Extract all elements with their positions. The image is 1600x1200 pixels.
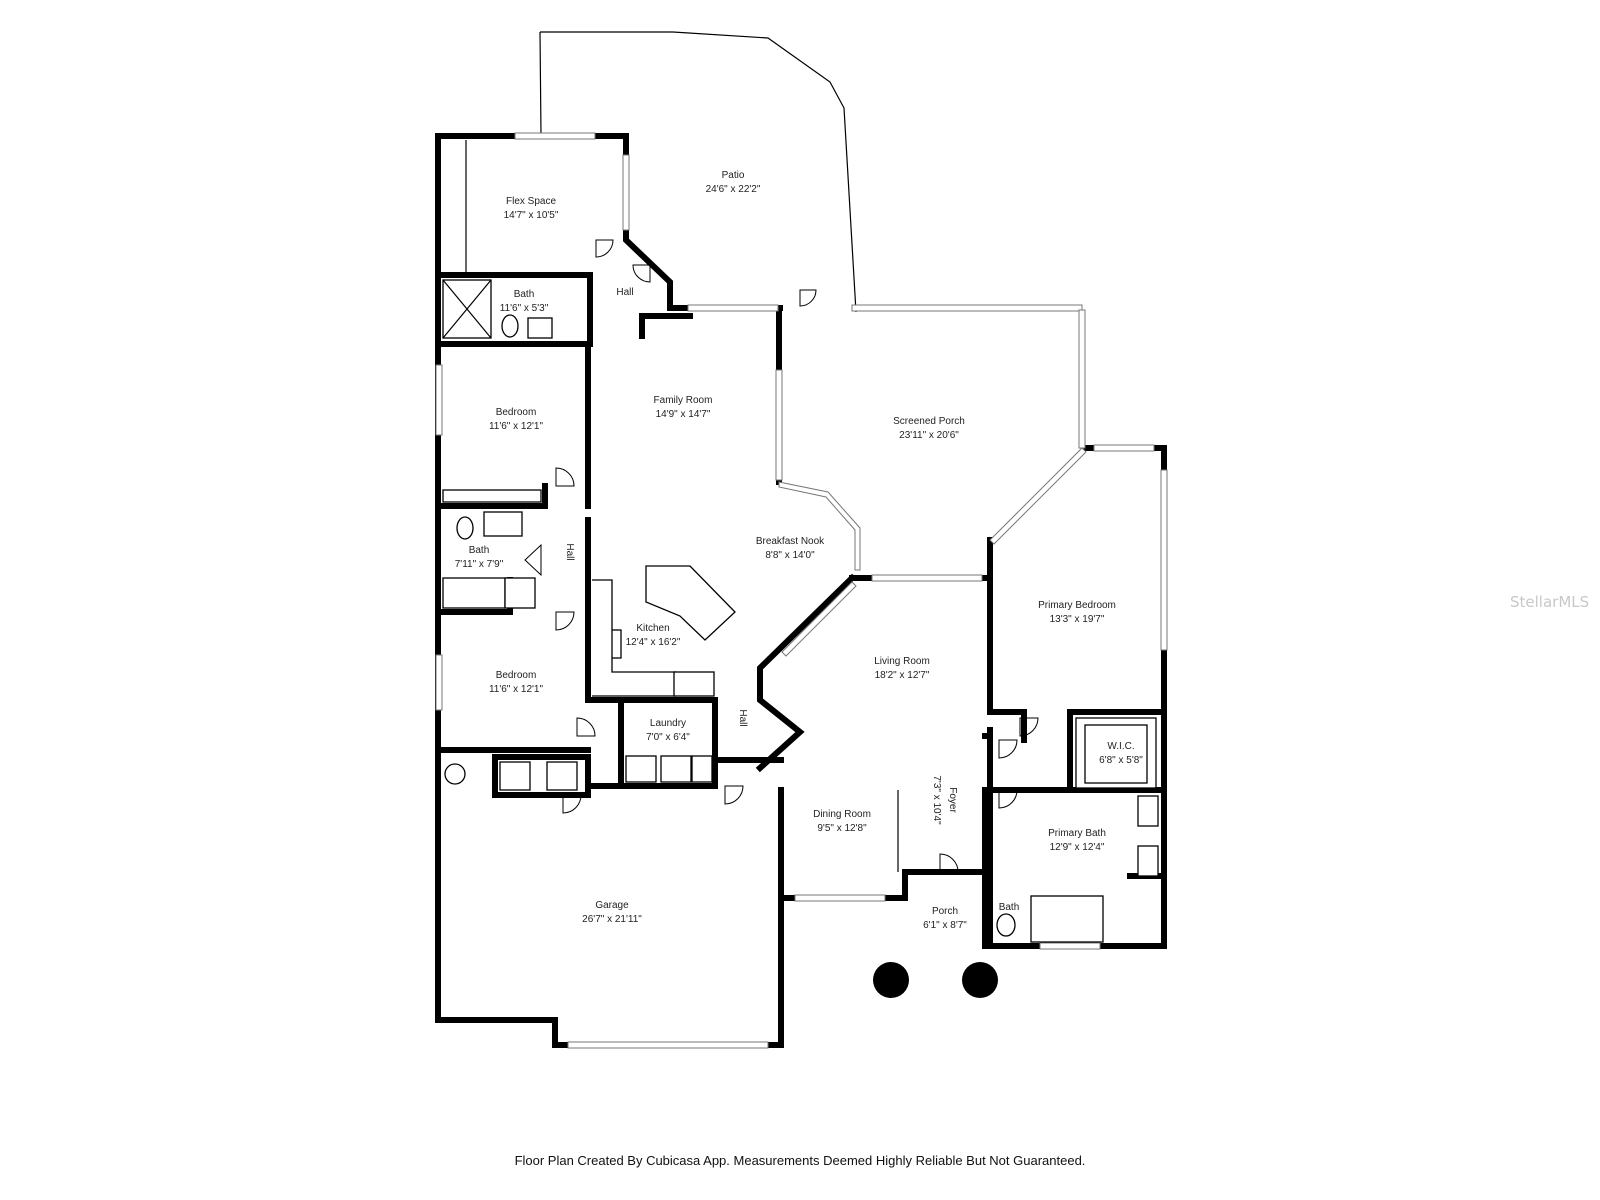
room-label-laundry: Laundry (650, 718, 686, 729)
room-dims-screened-porch: 23'11" x 20'6" (899, 430, 959, 441)
room-dims-patio: 24'6" x 22'2" (706, 184, 761, 195)
porch-column-left-icon (873, 962, 909, 998)
room-label-living-room: Living Room (874, 656, 930, 667)
room-label-bath: Bath (999, 902, 1020, 913)
room-dims-bath: 7'11" x 7'9" (455, 559, 504, 570)
room-dims-primary-bath: 12'9" x 12'4" (1050, 842, 1105, 853)
room-label-primary-bath: Primary Bath (1048, 828, 1106, 839)
room-label-screened-porch: Screened Porch (893, 416, 965, 427)
room-dims-breakfast-nook: 8'8" x 14'0" (765, 550, 815, 561)
room-label-porch: Porch (932, 906, 958, 917)
patio-outline (539, 31, 857, 313)
room-dims-living-room: 18'2" x 12'7" (875, 670, 930, 681)
room-label-bath: Bath (469, 545, 490, 556)
room-dims-primary-bedroom: 13'3" x 19'7" (1050, 614, 1105, 625)
doors (524, 239, 1121, 873)
room-dims-dining-room: 9'5" x 12'8" (817, 823, 867, 834)
room-label-bedroom: Bedroom (496, 407, 537, 418)
footer-disclaimer: Floor Plan Created By Cubicasa App. Meas… (514, 1153, 1086, 1168)
room-dims-garage: 26'7" x 21'11" (582, 914, 642, 925)
room-label-patio: Patio (722, 170, 745, 181)
windows (435, 132, 1168, 1049)
room-label-hall: Hall (564, 543, 575, 560)
room-dims-bedroom: 11'6" x 12'1" (489, 684, 544, 695)
room-label-family-room: Family Room (654, 395, 713, 406)
room-dims-kitchen: 12'4" x 16'2" (626, 637, 681, 648)
room-labels: Flex Space 14'7" x 10'5" Patio 24'6" x 2… (455, 170, 1144, 931)
room-dims-foyer: 7'3" x 10'4" (931, 775, 942, 825)
room-dims-porch: 6'1" x 8'7" (923, 920, 967, 931)
room-label-dining-room: Dining Room (813, 809, 871, 820)
room-label-flex-space: Flex Space (506, 196, 556, 207)
room-dims-laundry: 7'0" x 6'4" (646, 732, 690, 743)
room-label-bath: Bath (514, 289, 535, 300)
watermark: StellarMLS (1510, 593, 1590, 611)
room-dims-bedroom: 11'6" x 12'1" (489, 421, 544, 432)
room-label-kitchen: Kitchen (636, 623, 669, 634)
room-label-bedroom: Bedroom (496, 670, 537, 681)
fixtures (442, 279, 1159, 998)
room-dims-bath: 11'6" x 5'3" (500, 303, 549, 314)
room-dims-wic: 6'8" x 5'8" (1099, 755, 1143, 766)
room-dims-family-room: 14'9" x 14'7" (656, 409, 711, 420)
room-label-garage: Garage (595, 900, 629, 911)
room-dims-flex-space: 14'7" x 10'5" (504, 210, 559, 221)
room-label-hall: Hall (737, 709, 748, 726)
porch-column-right-icon (962, 962, 998, 998)
room-label-wic: W.I.C. (1107, 741, 1134, 752)
room-label-foyer: Foyer (947, 787, 958, 813)
room-label-breakfast-nook: Breakfast Nook (756, 536, 825, 547)
room-label-primary-bedroom: Primary Bedroom (1038, 600, 1116, 611)
room-label-hall: Hall (616, 287, 633, 298)
